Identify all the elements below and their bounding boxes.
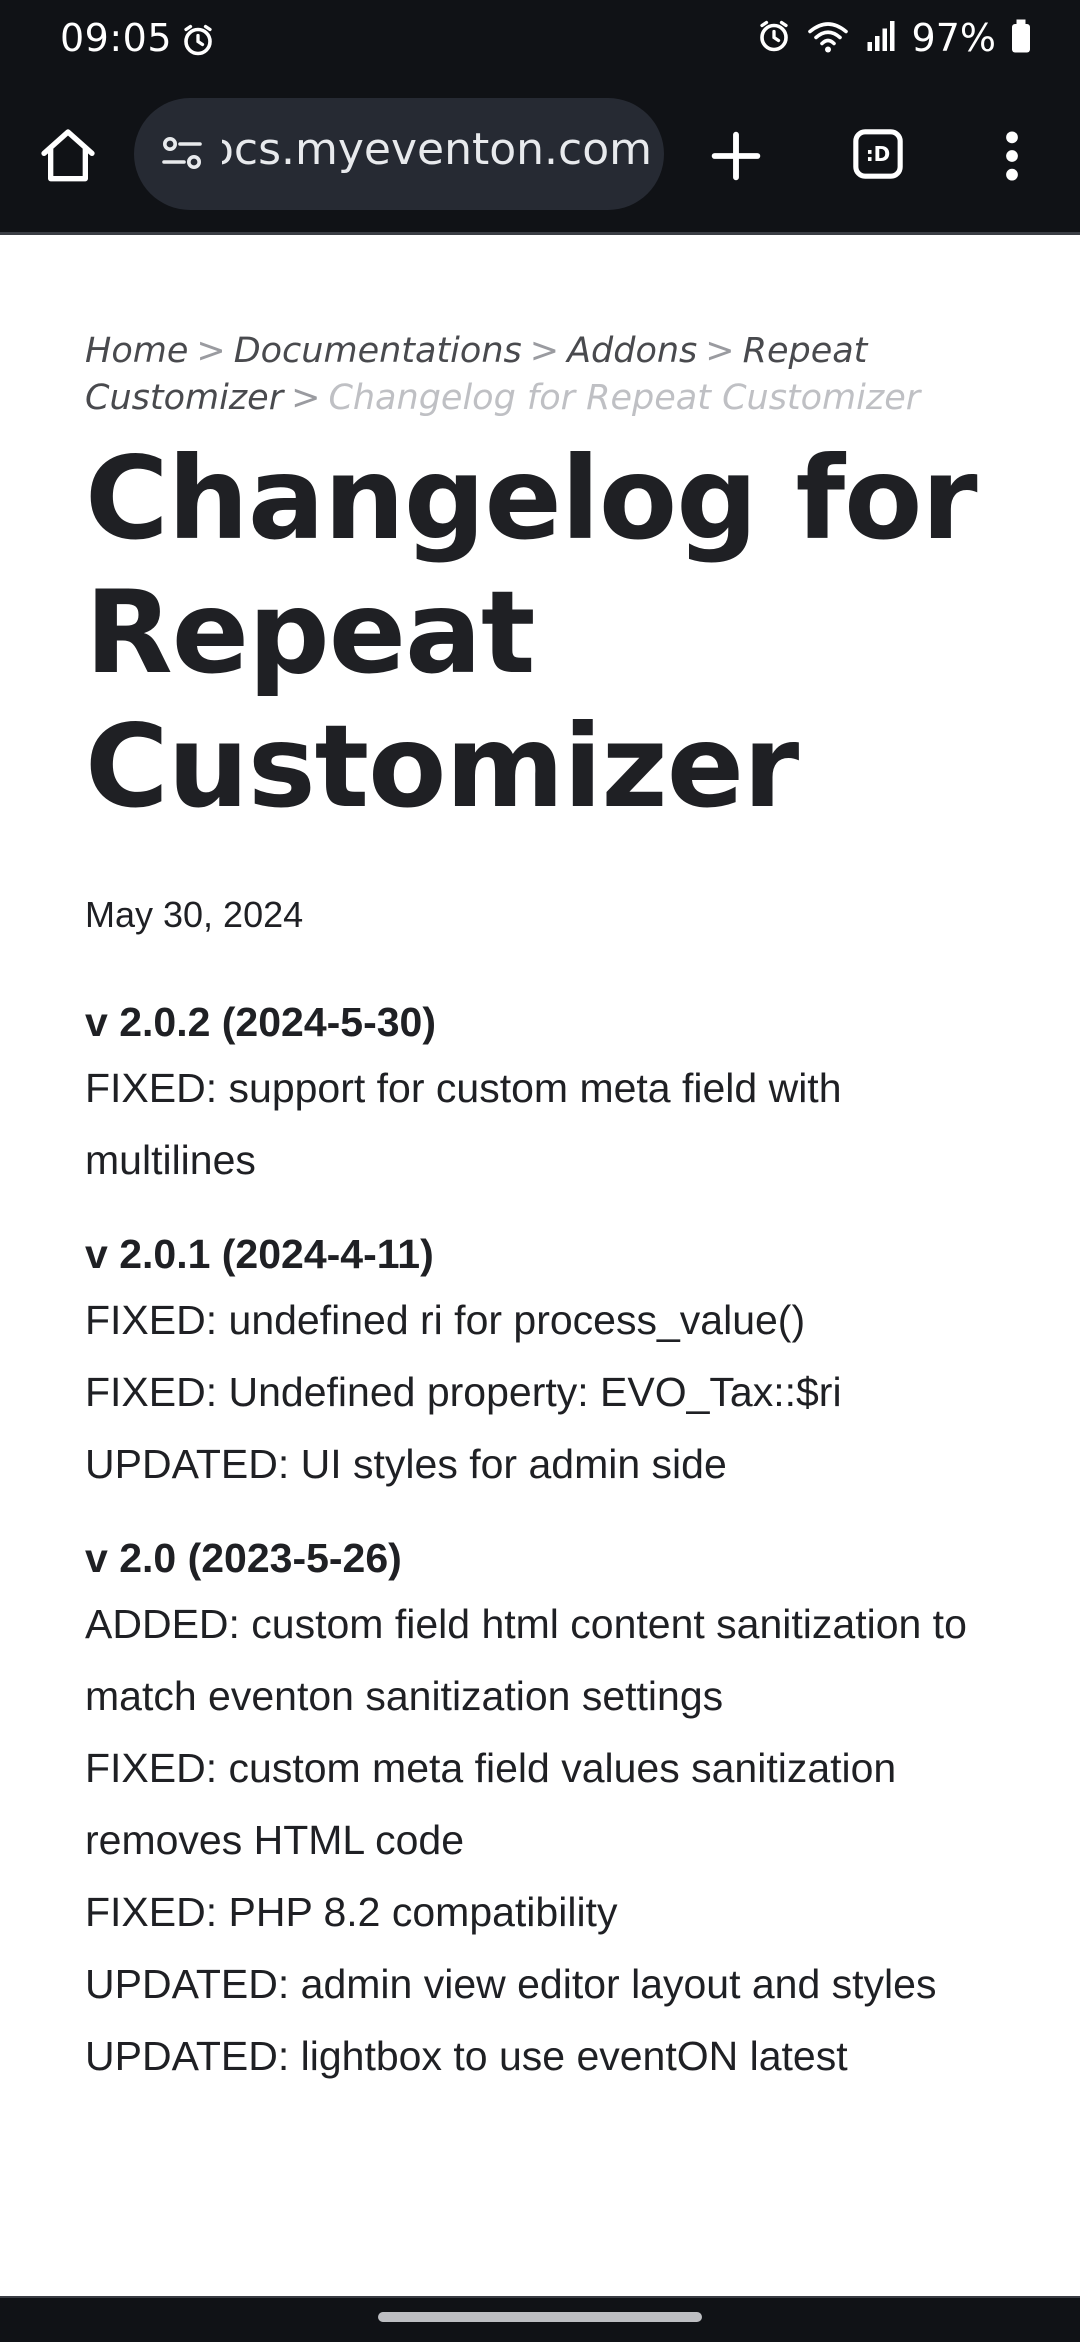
changelog-version: v 2.0 (2023-5-26) ADDED: custom field ht… (85, 1528, 1010, 2092)
signal-icon (864, 18, 898, 59)
breadcrumb-addons[interactable]: Addons (567, 331, 698, 371)
change-item: UPDATED: UI styles for admin side (85, 1441, 727, 1487)
address-bar[interactable]: docs.myeventon.com (134, 98, 664, 210)
change-item: UPDATED: lightbox to use eventON latest (85, 2033, 848, 2079)
change-item: FIXED: PHP 8.2 compatibility (85, 1889, 618, 1935)
home-button[interactable] (36, 124, 100, 188)
status-bar: 09:05 (0, 0, 1080, 80)
plus-icon (711, 131, 761, 181)
alarm-icon (180, 22, 216, 63)
tab-switcher-button[interactable]: :D (850, 126, 906, 182)
alarm-icon (756, 18, 792, 59)
changelog-version: v 2.0.1 (2024-4-11) FIXED: undefined ri … (85, 1224, 1010, 1500)
version-heading: v 2.0.2 (2024-5-30) (85, 999, 437, 1045)
page-content: Home>Documentations>Addons>Repeat Custom… (85, 232, 1010, 2092)
site-settings-icon[interactable] (158, 130, 206, 183)
tabs-icon (853, 129, 903, 179)
page-title: Changelog for Repeat Customizer (85, 432, 978, 833)
battery-icon (1010, 18, 1032, 59)
tabs-label: :D (865, 142, 891, 166)
breadcrumb-repeat-customizer[interactable]: Repeat Customizer (85, 331, 868, 418)
change-item: FIXED: Undefined property: EVO_Tax::$ri (85, 1369, 842, 1415)
changelog-version: v 2.0.2 (2024-5-30) FIXED: support for c… (85, 992, 1010, 1196)
breadcrumb-separator: > (291, 378, 321, 418)
breadcrumb: Home>Documentations>Addons>Repeat Custom… (85, 328, 1010, 422)
change-item: UPDATED: admin view editor layout and st… (85, 1961, 937, 2007)
post-date: May 30, 2024 (85, 894, 304, 935)
browser-toolbar: docs.myeventon.com :D (0, 80, 1080, 235)
status-time: 09:05 (60, 16, 173, 60)
more-vertical-icon (1006, 131, 1018, 181)
change-item: FIXED: support for custom meta field wit… (85, 1065, 842, 1183)
breadcrumb-current: Changelog for Repeat Customizer (328, 378, 921, 418)
new-tab-button[interactable] (704, 124, 768, 188)
breadcrumb-documentations[interactable]: Documentations (233, 331, 522, 371)
breadcrumb-separator: > (529, 331, 560, 371)
wifi-icon (806, 18, 850, 59)
breadcrumb-home[interactable]: Home (85, 331, 189, 371)
change-item: FIXED: undefined ri for process_value() (85, 1297, 806, 1343)
battery-percentage: 97% (911, 16, 996, 60)
version-heading: v 2.0 (2023-5-26) (85, 1535, 402, 1581)
change-item: FIXED: custom meta field values sanitiza… (85, 1745, 897, 1863)
url-text[interactable]: docs.myeventon.com (222, 124, 652, 175)
navigation-bar (0, 2296, 1080, 2342)
breadcrumb-separator: > (705, 331, 735, 371)
version-heading: v 2.0.1 (2024-4-11) (85, 1231, 434, 1277)
home-gesture-handle[interactable] (378, 2312, 702, 2322)
home-icon (41, 129, 95, 182)
status-indicators: 97% (756, 16, 1032, 60)
change-item: ADDED: custom field html content sanitiz… (85, 1601, 967, 1719)
more-options-button[interactable] (996, 124, 1028, 188)
breadcrumb-separator: > (196, 331, 226, 371)
